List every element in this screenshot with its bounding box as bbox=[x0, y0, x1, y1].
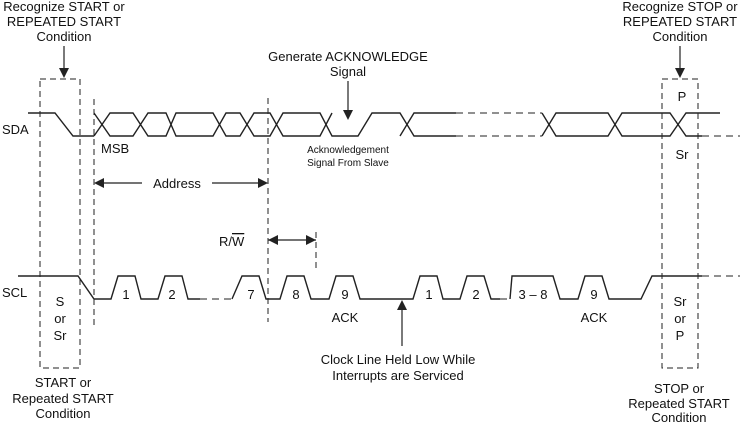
scl-pulse-3-8: 3 – 8 bbox=[519, 287, 548, 302]
sda-stop-sr: Sr bbox=[676, 147, 690, 162]
bottom-start-line3: Condition bbox=[36, 406, 91, 421]
scl-ack-label-2: ACK bbox=[581, 310, 608, 325]
clock-held-line1: Clock Line Held Low While bbox=[321, 352, 476, 367]
stop-pointer-arrow bbox=[675, 46, 685, 78]
scl-ack-label-1: ACK bbox=[332, 310, 359, 325]
top-stop-line3: Condition bbox=[653, 29, 708, 44]
sda-stop-p: P bbox=[678, 89, 687, 104]
start-pointer-arrow bbox=[59, 46, 69, 78]
bottom-stop-line2: Repeated START bbox=[628, 396, 729, 411]
top-start-line2: REPEATED START bbox=[7, 14, 121, 29]
start-box-sr: Sr bbox=[54, 328, 68, 343]
top-ack-line1: Generate ACKNOWLEDGE bbox=[268, 49, 428, 64]
bottom-stop-line1: STOP or bbox=[654, 381, 705, 396]
bottom-start-line1: START or bbox=[35, 375, 92, 390]
sda-label: SDA bbox=[2, 122, 29, 137]
top-ack-line2: Signal bbox=[330, 64, 366, 79]
stop-box-sr: Sr bbox=[674, 294, 688, 309]
scl-pulse-1b: 1 bbox=[425, 287, 432, 302]
start-condition-box bbox=[39, 78, 81, 369]
top-stop-line2: REPEATED START bbox=[623, 14, 737, 29]
top-start-line3: Condition bbox=[37, 29, 92, 44]
top-stop-line1: Recognize STOP or bbox=[622, 0, 738, 14]
stop-box-p: P bbox=[676, 328, 685, 343]
rw-label: R/W bbox=[219, 234, 245, 249]
address-label: Address bbox=[153, 176, 201, 191]
clock-held-line2: Interrupts are Serviced bbox=[332, 368, 464, 383]
scl-pulse-1: 1 bbox=[122, 287, 129, 302]
address-span-arrow bbox=[94, 178, 268, 188]
stop-box-or: or bbox=[674, 311, 686, 326]
start-box-or: or bbox=[54, 311, 66, 326]
ack-slave-line1: Acknowledgement bbox=[307, 145, 389, 156]
ack-slave-line2: Signal From Slave bbox=[307, 158, 389, 169]
scl-waveform bbox=[18, 275, 740, 300]
scl-pulse-7: 7 bbox=[247, 287, 254, 302]
scl-pulse-9a: 9 bbox=[341, 287, 348, 302]
scl-pulse-8: 8 bbox=[292, 287, 299, 302]
bottom-stop-line3: Condition bbox=[652, 410, 707, 424]
sda-waveform bbox=[28, 112, 740, 137]
scl-pulse-9b: 9 bbox=[590, 287, 597, 302]
clock-held-low-arrow bbox=[397, 300, 407, 346]
msb-label: MSB bbox=[101, 141, 129, 156]
rw-span-arrow bbox=[268, 235, 316, 245]
stop-condition-box bbox=[661, 78, 699, 369]
scl-label: SCL bbox=[2, 285, 27, 300]
bottom-start-line2: Repeated START bbox=[12, 391, 113, 406]
scl-pulse-2b: 2 bbox=[472, 287, 479, 302]
scl-pulse-2: 2 bbox=[168, 287, 175, 302]
top-start-line1: Recognize START or bbox=[3, 0, 125, 14]
ack-pointer-arrow bbox=[343, 81, 353, 120]
start-box-s: S bbox=[56, 294, 65, 309]
